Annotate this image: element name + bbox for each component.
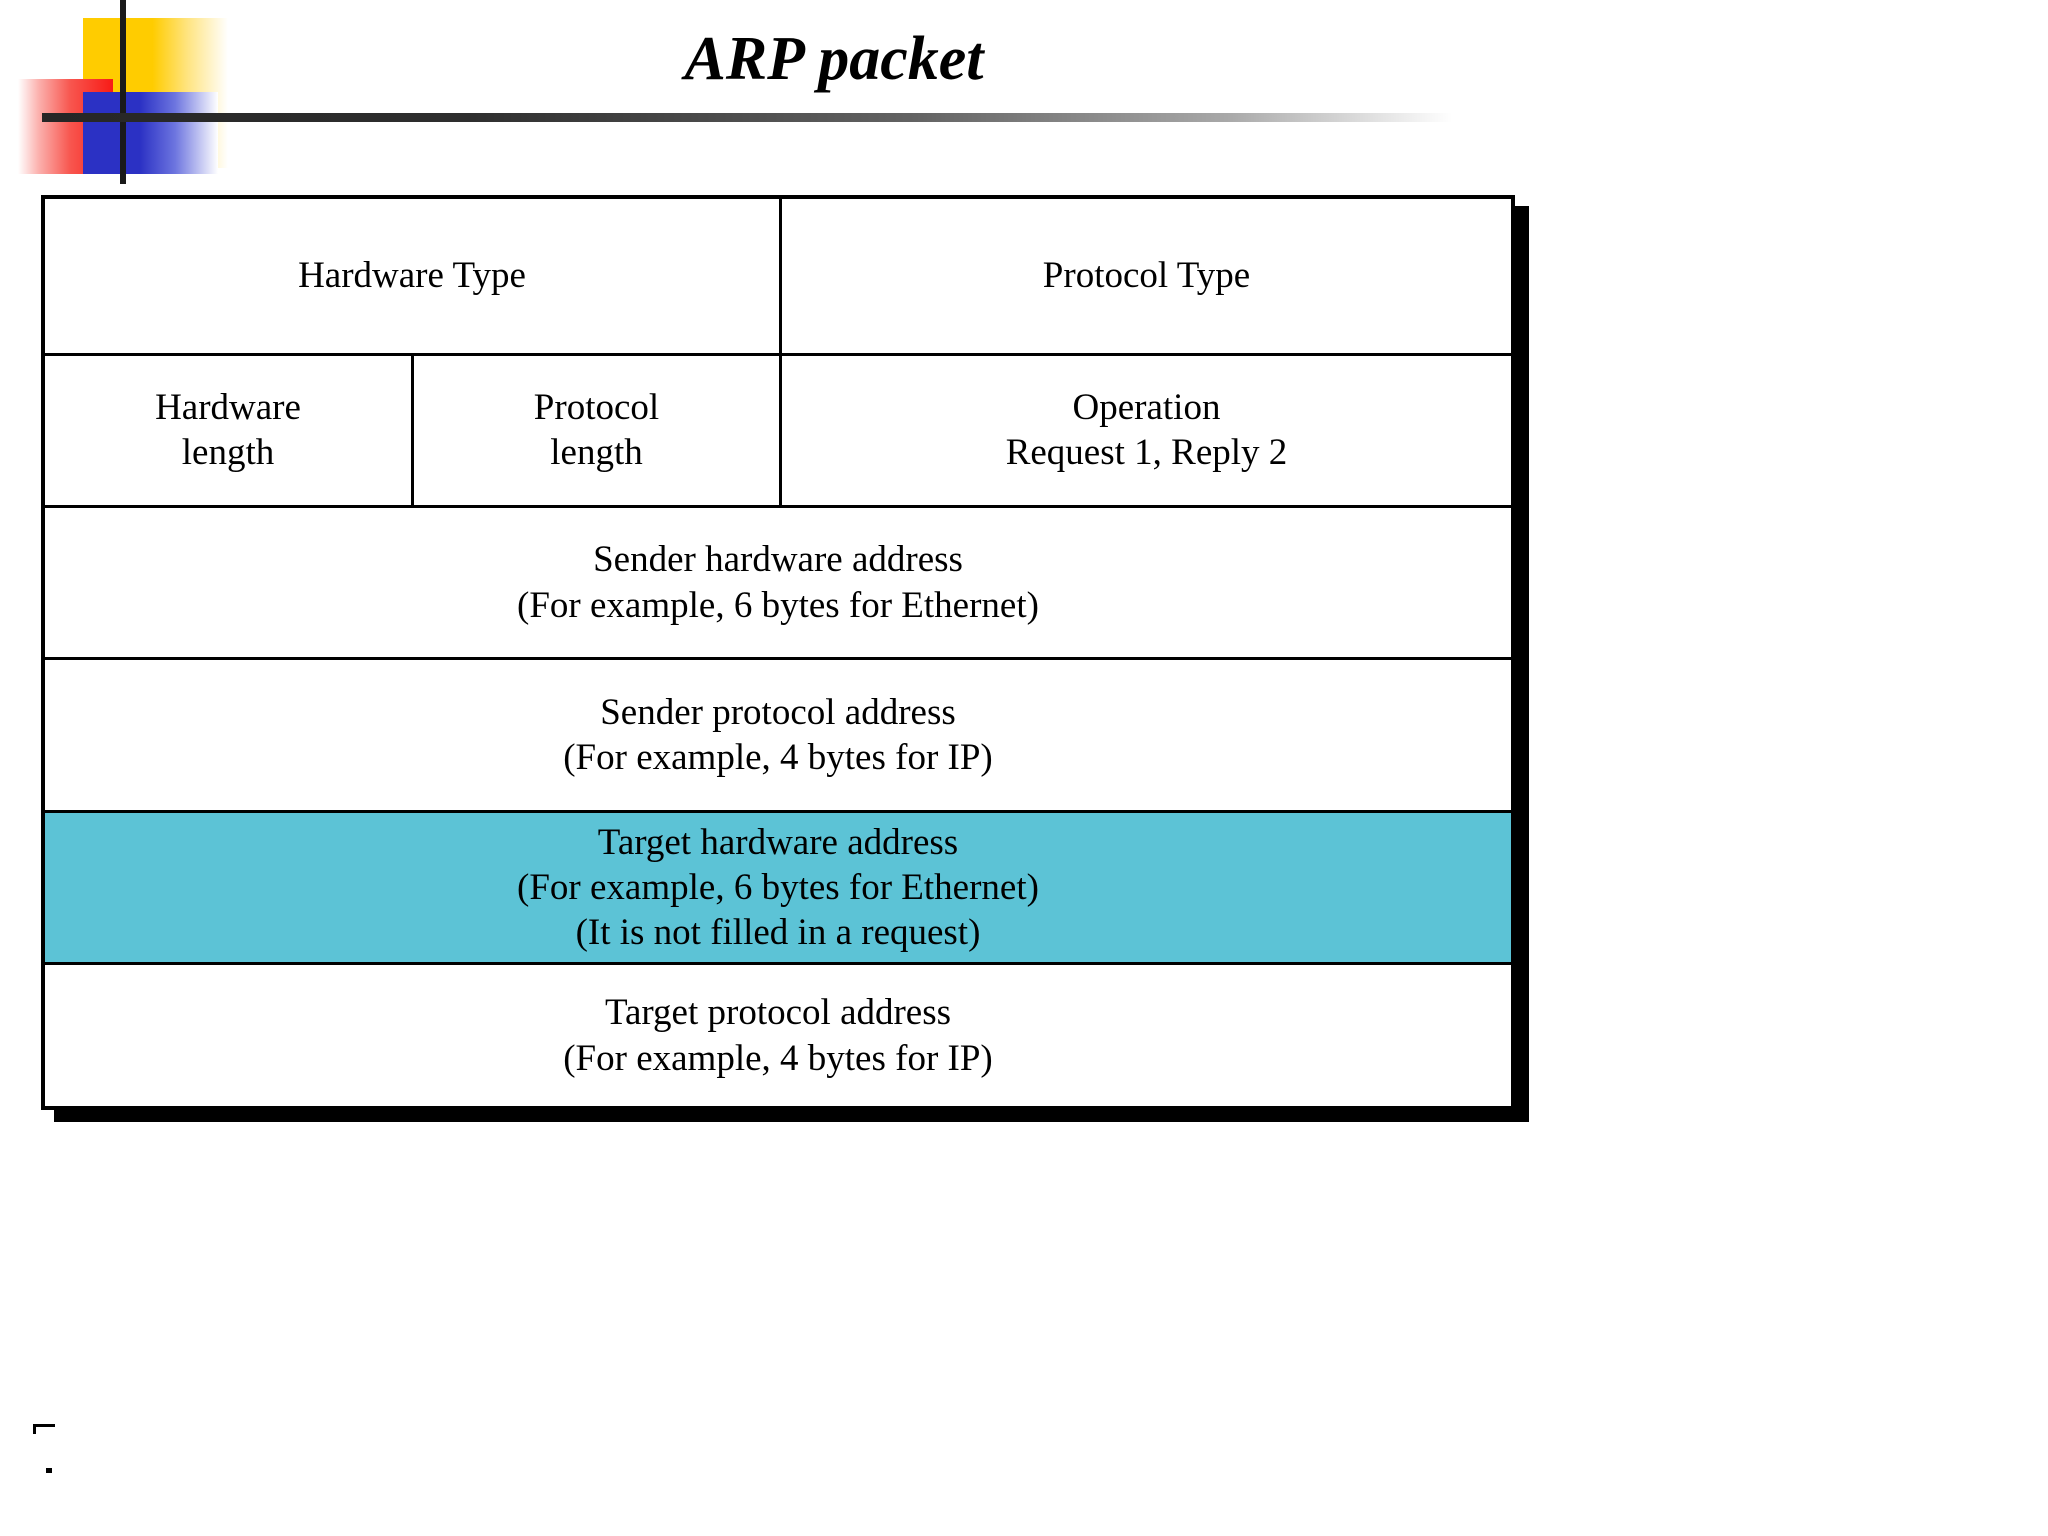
cell-line: Operation [1072, 387, 1221, 429]
page-corner-artifact [33, 1424, 55, 1434]
cell-line: Sender protocol address [600, 692, 956, 734]
cell-line: (For example, 4 bytes for IP) [563, 1037, 993, 1079]
cell-line: length [181, 432, 275, 474]
cell-line: (It is not filled in a request) [575, 912, 981, 954]
cell-line: Protocol Type [1042, 255, 1251, 297]
cell-line: (For example, 4 bytes for IP) [563, 737, 993, 779]
cell-target-protocol-address: Target protocol address (For example, 4 … [45, 965, 1511, 1106]
page-title: ARP packet [684, 25, 984, 93]
cell-operation: Operation Request 1, Reply 2 [782, 356, 1511, 505]
page-corner-dot-artifact [46, 1468, 52, 1473]
cell-line: Hardware Type [298, 255, 526, 297]
cell-line: (For example, 6 bytes for Ethernet) [517, 584, 1039, 626]
cell-line: Target protocol address [604, 992, 952, 1034]
table-row: Sender protocol address (For example, 4 … [45, 660, 1511, 814]
cell-line: (For example, 6 bytes for Ethernet) [517, 867, 1039, 909]
arp-packet-table: Hardware Type Protocol Type Hardware len… [41, 195, 1515, 1110]
cell-sender-hardware-address: Sender hardware address (For example, 6 … [45, 508, 1511, 658]
cell-protocol-length: Protocol length [414, 355, 782, 505]
horizontal-rule [42, 113, 1452, 122]
cell-sender-protocol-address: Sender protocol address (For example, 4 … [45, 660, 1511, 810]
cell-line: Sender hardware address [593, 539, 963, 581]
cell-line: Target hardware address [597, 822, 959, 864]
table-row: Hardware Type Protocol Type [45, 199, 1511, 356]
cell-protocol-type: Protocol Type [782, 199, 1511, 353]
table-row-highlighted: Target hardware address (For example, 6 … [45, 813, 1511, 966]
blue-square-icon [83, 92, 218, 174]
cell-hardware-type: Hardware Type [45, 199, 782, 353]
table-row: Hardware length Protocol length Operatio… [45, 355, 1511, 508]
cell-line: length [550, 432, 643, 474]
cell-line: Hardware [155, 387, 301, 429]
cell-target-hardware-address: Target hardware address (For example, 6 … [45, 813, 1511, 962]
table-row: Target protocol address (For example, 4 … [45, 965, 1511, 1106]
cell-hardware-length: Hardware length [45, 355, 414, 505]
cell-line: Protocol [533, 387, 660, 429]
cell-line: Request 1, Reply 2 [1005, 432, 1288, 474]
table-row: Sender hardware address (For example, 6 … [45, 508, 1511, 661]
